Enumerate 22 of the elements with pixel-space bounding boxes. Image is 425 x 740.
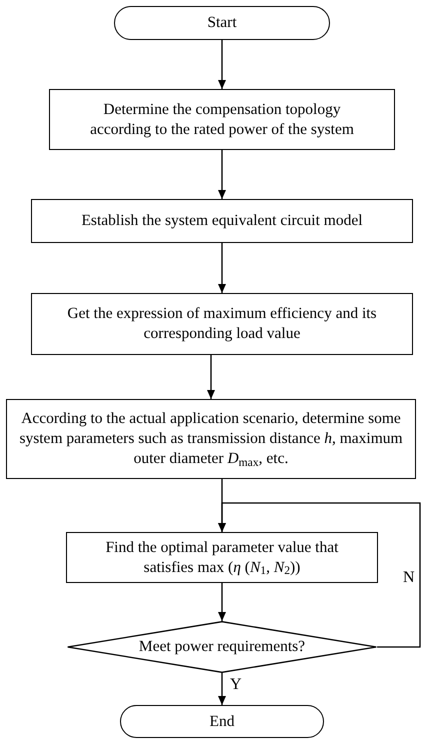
node-text: Establish the system equivalent circuit model (81, 211, 363, 231)
arrow (207, 355, 215, 399)
arrow (218, 243, 226, 293)
node-text: Get the expression of maximum efficiency and its corresponding load value (66, 304, 378, 344)
arrow (218, 502, 421, 648)
process-box (31, 199, 413, 243)
arrow (218, 40, 226, 89)
arrow (218, 150, 226, 199)
node-text: Start (207, 13, 237, 33)
node-text: According to the actual application scenario, determine some system parameters such as transmission distance h, maximum outer diameter D$_{max}$, etc. (18, 409, 404, 469)
process-box (6, 399, 416, 479)
node-text: Determine the compensation topology according to the rated power of the system (89, 100, 355, 140)
node-text: Meet power requirements? (138, 637, 306, 657)
process-box (31, 293, 413, 355)
node-text: Find the optimal parameter value that satisfies max (η (N$_{1}$, N$_{2}$)) (104, 538, 340, 578)
terminal-box (120, 705, 324, 738)
arrow (218, 673, 226, 705)
process-box (66, 532, 378, 583)
node-text: End (210, 712, 234, 732)
terminal-box (114, 6, 330, 40)
arrow (218, 583, 226, 621)
process-box (49, 89, 395, 150)
